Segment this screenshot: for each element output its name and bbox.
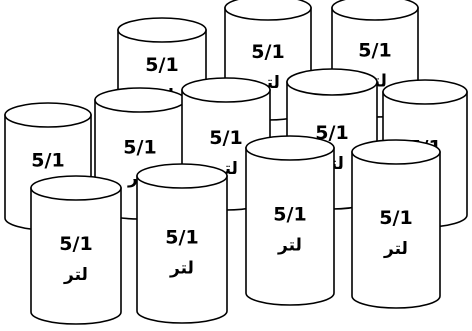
cylinder-top [286, 68, 378, 96]
cylinder-top [331, 0, 419, 21]
cylinder-container: 5/1 لتر [351, 139, 441, 309]
volume-value-label: 5/1 [59, 233, 92, 255]
cylinder-top [4, 102, 92, 128]
volume-unit-label: لتر [169, 259, 194, 279]
volume-value-label: 5/1 [251, 41, 284, 63]
volume-value-label: 5/1 [123, 137, 156, 159]
cylinder-top [351, 139, 441, 165]
cylinder-body [351, 151, 441, 309]
volume-value-label: 5/1 [145, 54, 178, 76]
volume-value-label: 5/1 [358, 40, 391, 62]
volume-value-label: 5/1 [273, 204, 306, 226]
volume-unit-label: لتر [277, 236, 302, 256]
cylinder-top [30, 175, 122, 201]
cylinder-container: 5/1 لتر [245, 135, 335, 306]
volume-value-label: 5/1 [165, 227, 198, 249]
volume-value-label: 5/1 [209, 127, 242, 149]
cylinder-body [245, 147, 335, 306]
volume-value-label: 5/1 [379, 207, 412, 229]
volume-unit-label: لتر [383, 239, 408, 259]
cylinder-body [136, 175, 228, 324]
cylinder-top [181, 77, 271, 103]
cylinder-top [117, 17, 207, 43]
cylinder-top [245, 135, 335, 161]
cylinder-top [224, 0, 312, 21]
volume-value-label: 5/1 [31, 150, 64, 172]
cylinder-top [382, 79, 468, 105]
volume-value-label: 5/1 [315, 122, 348, 144]
cylinder-top [136, 163, 228, 189]
volume-unit-label: لتر [63, 265, 88, 285]
cylinder-container: 5/1 لتر [136, 163, 228, 324]
cylinder-body [30, 187, 122, 325]
cylinder-top [94, 87, 186, 113]
cylinder-container: 5/1 لتر [30, 175, 122, 325]
